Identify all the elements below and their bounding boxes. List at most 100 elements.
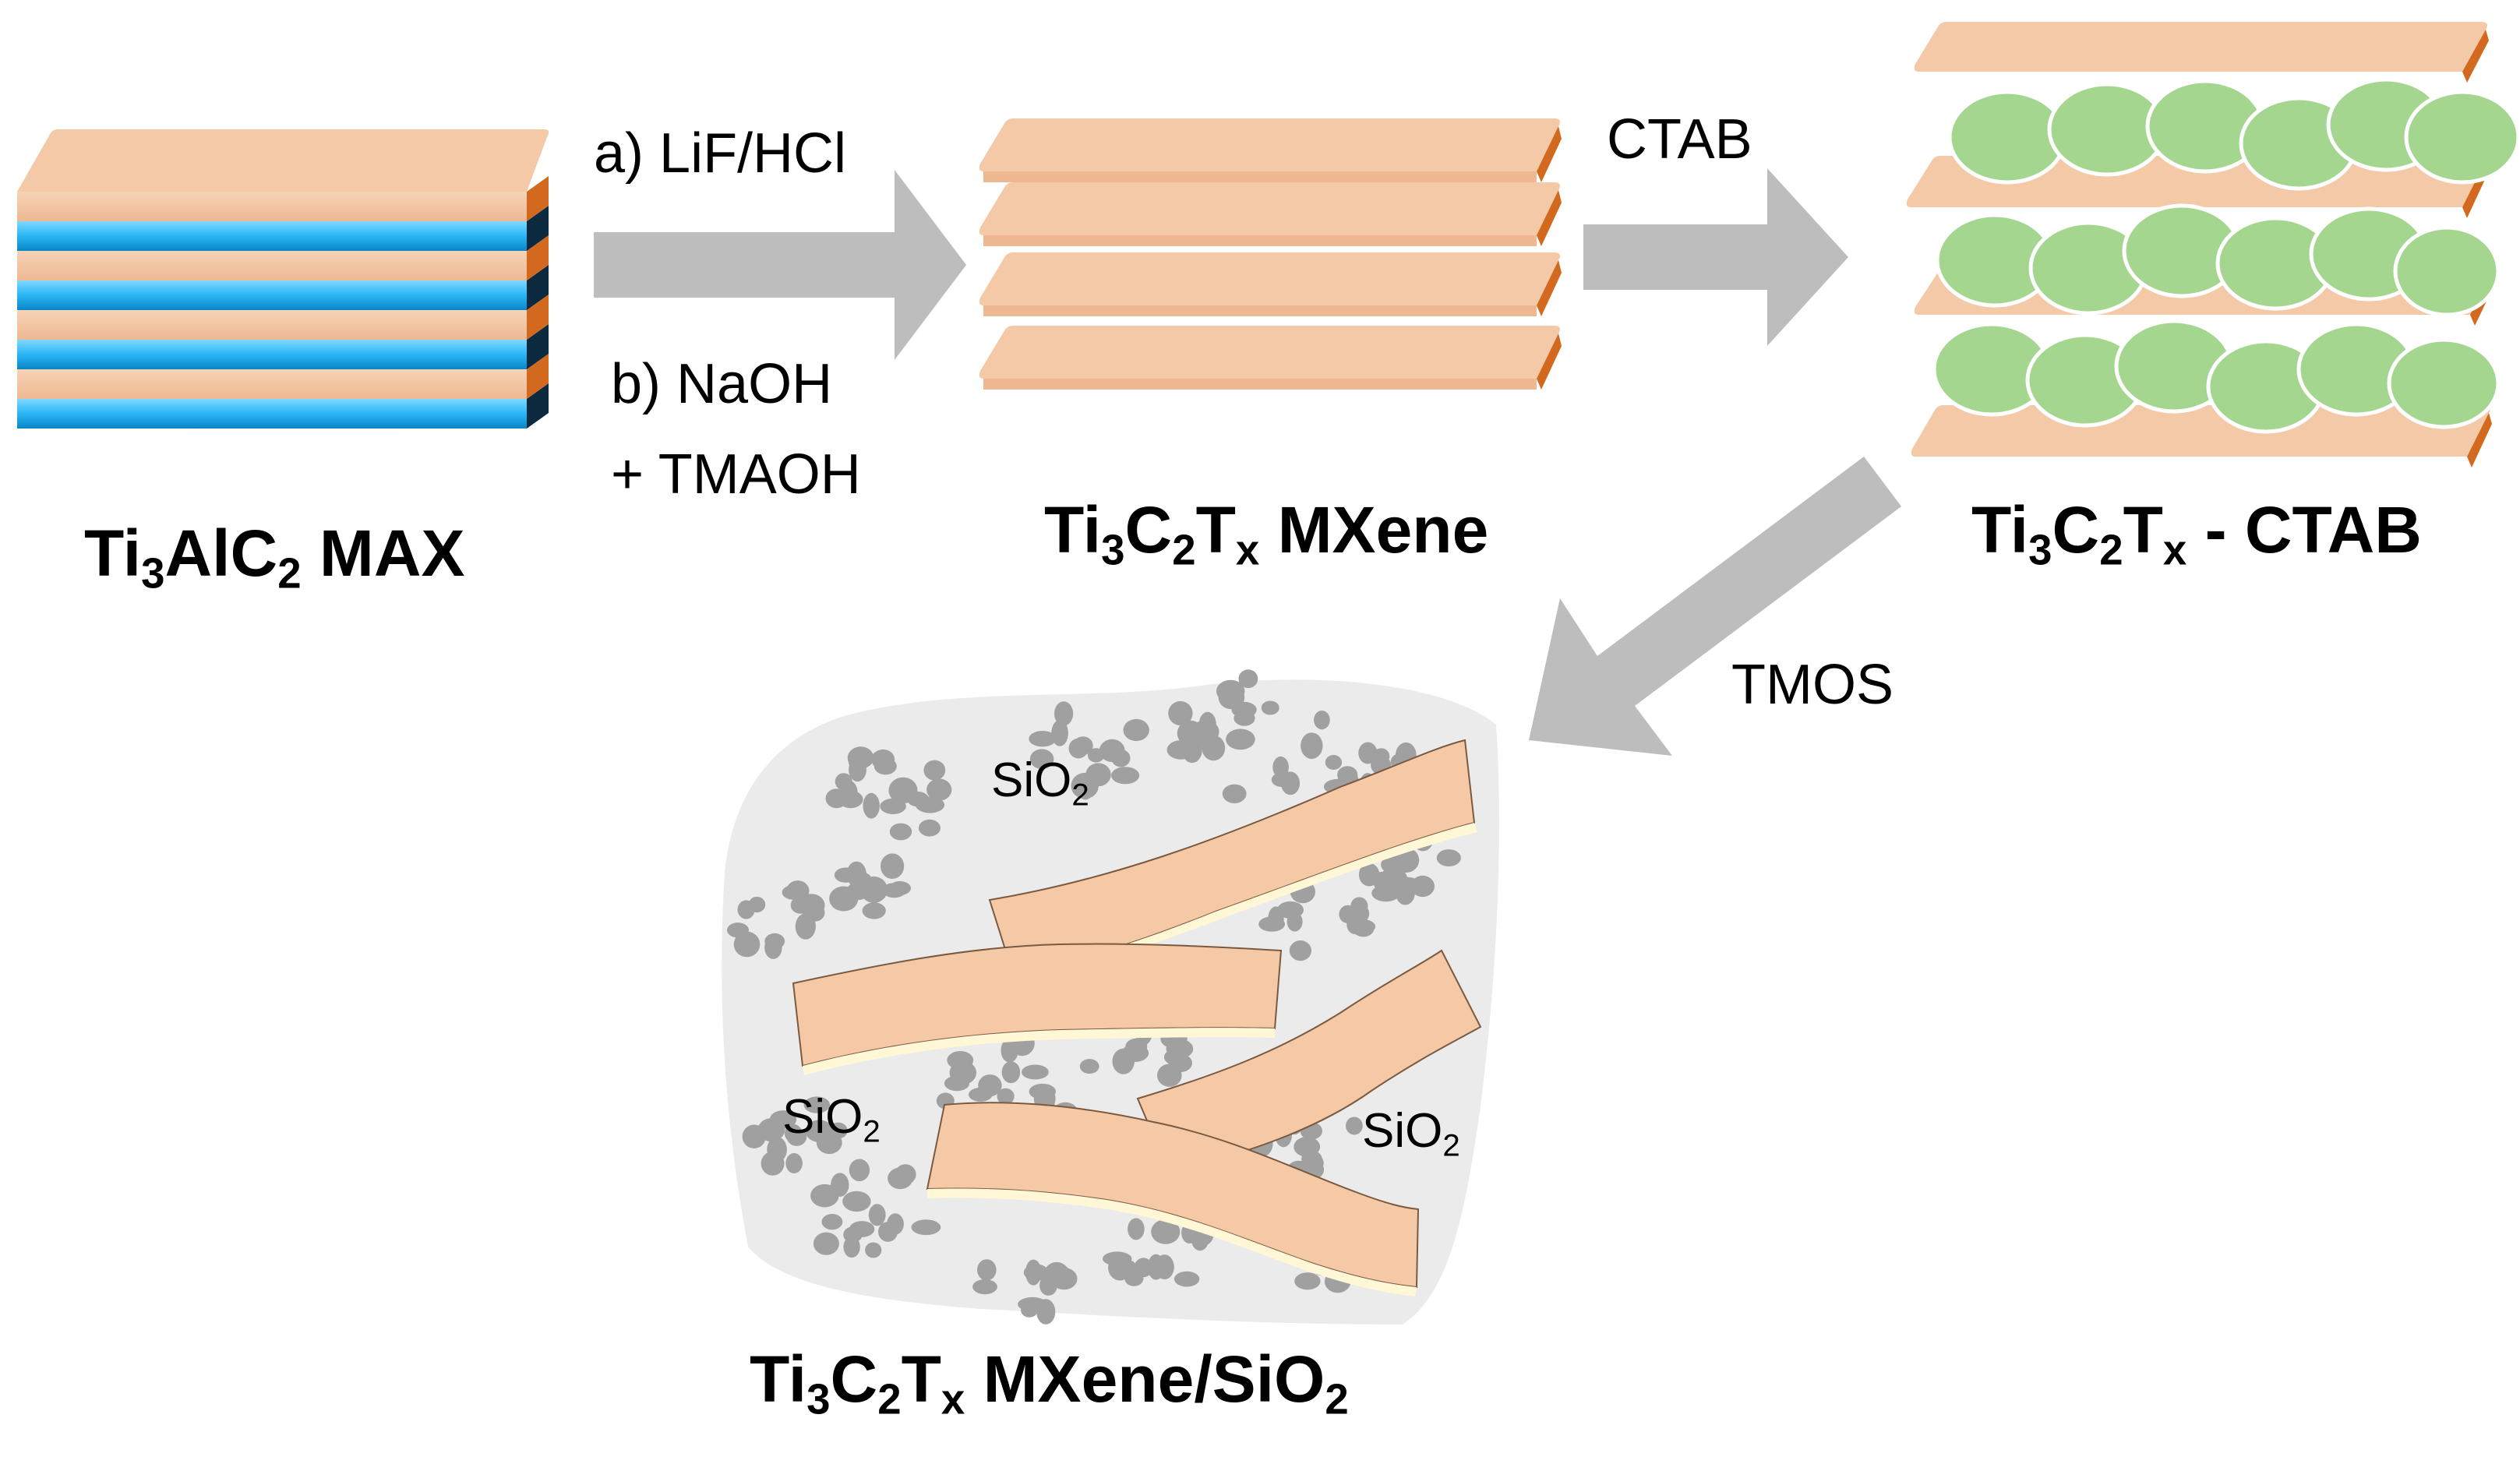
silica-particle bbox=[1036, 1299, 1056, 1325]
mxene-ribbon bbox=[926, 1102, 1420, 1296]
silica-particle bbox=[1349, 919, 1376, 934]
stage-label-mxene: Ti3C2Tx MXene bbox=[1044, 493, 1489, 574]
silica-particle bbox=[918, 819, 941, 837]
silica-particle bbox=[1314, 711, 1330, 730]
silica-particle bbox=[1044, 1265, 1074, 1288]
silica-particle bbox=[1085, 763, 1111, 787]
silica-particle bbox=[1155, 1254, 1174, 1280]
step-label-etch-b2: + TMAOH bbox=[611, 443, 861, 506]
silica-particle bbox=[786, 1127, 807, 1146]
arrow-ctab bbox=[1583, 168, 1848, 346]
silica-particle bbox=[997, 1088, 1015, 1105]
silica-particle bbox=[733, 931, 761, 958]
step-label-etch-a: a) LiF/HCl bbox=[594, 122, 847, 185]
silica-particle bbox=[868, 1204, 886, 1226]
silica-particle bbox=[1068, 738, 1089, 759]
silica-particle bbox=[1001, 1038, 1018, 1063]
silica-particle bbox=[1373, 871, 1390, 892]
silica-particle bbox=[906, 791, 930, 807]
mxene-ribbon bbox=[988, 739, 1477, 983]
stage-label-ctab: Ti3C2Tx - CTAB bbox=[1971, 493, 2422, 574]
process-arrow-icon bbox=[1529, 457, 1901, 756]
silica-particle bbox=[1226, 728, 1255, 750]
silica-label: SiO2 bbox=[991, 753, 1089, 813]
silica-particle bbox=[825, 788, 848, 809]
silica-particle bbox=[1054, 701, 1074, 726]
silica-particle bbox=[782, 885, 806, 900]
stage-label-max: Ti3AlC2 MAX bbox=[84, 517, 465, 598]
silica-particle bbox=[1001, 1061, 1021, 1084]
silica-particle bbox=[978, 1074, 1002, 1097]
silica-particle bbox=[1168, 700, 1193, 726]
silica-particle bbox=[1337, 766, 1358, 784]
silica-particle bbox=[1238, 669, 1258, 689]
silica-particle bbox=[764, 936, 782, 959]
silica-particle bbox=[1222, 784, 1247, 803]
silica-particle bbox=[1123, 718, 1149, 742]
silica-particle bbox=[1029, 749, 1054, 769]
silica-particle bbox=[881, 853, 905, 879]
layered-max-phase-icon bbox=[17, 129, 549, 429]
silica-particle bbox=[1087, 748, 1105, 763]
silica-particle bbox=[865, 1242, 882, 1258]
silica-label: SiO2 bbox=[1362, 1104, 1460, 1163]
silica-particle bbox=[829, 886, 859, 912]
silica-particle bbox=[1305, 1154, 1324, 1173]
silica-particle bbox=[1289, 940, 1311, 961]
mxene-silica-composite-icon bbox=[722, 669, 1499, 1325]
silica-particle bbox=[1021, 1303, 1038, 1318]
silica-particle bbox=[859, 876, 888, 903]
silica-particle bbox=[911, 1219, 941, 1236]
ctab-intercalated-stack-icon bbox=[1906, 22, 2520, 467]
silica-particle bbox=[1358, 742, 1378, 764]
silica-particle bbox=[863, 792, 880, 819]
arrow-etching bbox=[594, 170, 966, 360]
silica-particle bbox=[1029, 731, 1057, 747]
silica-particle bbox=[849, 1159, 870, 1182]
step-label-ctab: CTAB bbox=[1607, 108, 1752, 171]
silica-particle bbox=[748, 896, 766, 913]
silica-particle bbox=[871, 749, 895, 770]
silica-particle bbox=[1111, 767, 1140, 785]
silica-particle bbox=[727, 922, 749, 938]
silica-particle bbox=[1125, 1038, 1148, 1055]
silica-particle bbox=[810, 1184, 839, 1208]
silica-particle bbox=[757, 1118, 785, 1142]
silica-particle bbox=[761, 1151, 785, 1176]
arrow-tmos bbox=[1529, 457, 1901, 756]
silica-particle bbox=[972, 1279, 997, 1295]
silica-particle bbox=[1157, 1064, 1182, 1087]
silica-particle bbox=[1436, 849, 1461, 867]
silica-particle bbox=[1134, 1258, 1153, 1278]
silica-particle bbox=[977, 1259, 997, 1281]
stage-label-composite: Ti3C2Tx MXene/SiO2 bbox=[750, 1342, 1349, 1423]
silica-particle bbox=[1325, 755, 1343, 770]
process-arrow-icon bbox=[1583, 168, 1848, 346]
silica-particle bbox=[923, 760, 946, 781]
silica-particle bbox=[1022, 1064, 1049, 1080]
silica-particle bbox=[862, 902, 886, 919]
process-arrow-icon bbox=[594, 170, 966, 360]
silica-particle bbox=[1301, 732, 1323, 759]
silica-particle bbox=[1286, 912, 1303, 932]
silica-particle bbox=[926, 778, 952, 801]
step-label-tmos: TMOS bbox=[1731, 654, 1894, 716]
silica-particle bbox=[1372, 748, 1390, 765]
silica-particle bbox=[1258, 916, 1285, 932]
silica-particle bbox=[949, 1060, 977, 1085]
silica-particle bbox=[1112, 1048, 1135, 1074]
silica-particle bbox=[882, 883, 907, 898]
silica-particle bbox=[785, 1153, 803, 1173]
silica-particle bbox=[795, 913, 816, 940]
silica-particle bbox=[1261, 700, 1279, 715]
silica-particle bbox=[805, 1120, 834, 1142]
silica-particle bbox=[1174, 1271, 1200, 1287]
mxene-ribbon bbox=[792, 943, 1283, 1075]
silica-particle bbox=[895, 1164, 916, 1185]
silica-particle bbox=[1151, 1219, 1181, 1244]
step-label-etch-b1: b) NaOH bbox=[611, 353, 833, 415]
silica-particle bbox=[1346, 1116, 1363, 1135]
silica-particle bbox=[1077, 781, 1093, 800]
silica-particle bbox=[813, 1232, 839, 1255]
